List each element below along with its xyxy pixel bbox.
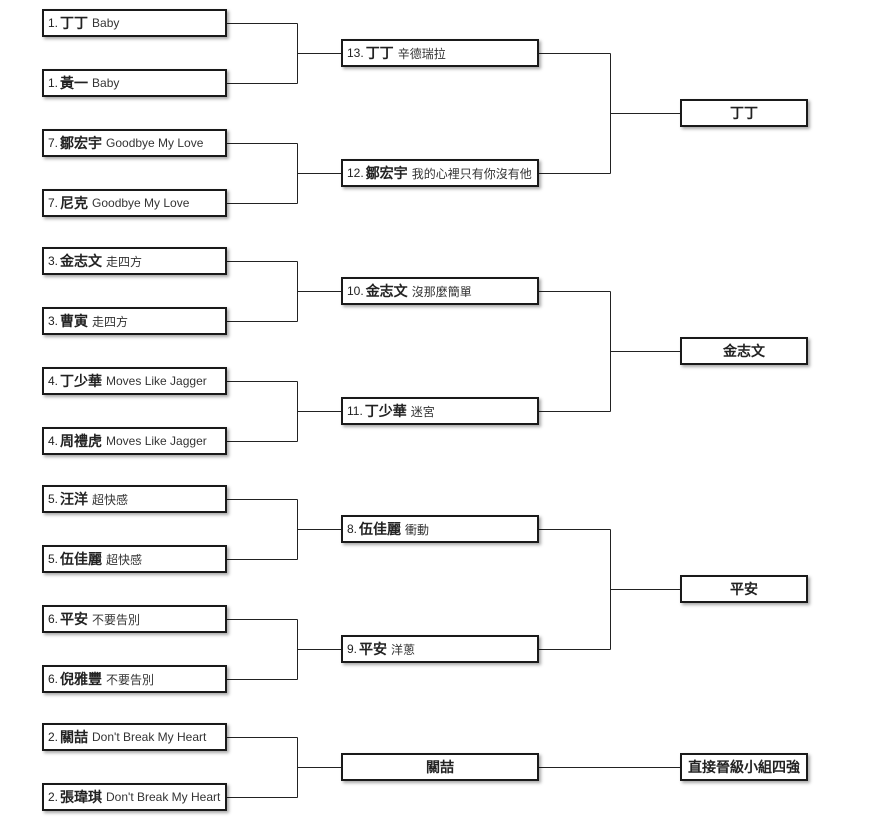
entry-seed: 10. bbox=[347, 284, 364, 298]
entry-name: 金志文 bbox=[723, 343, 765, 359]
entry-song: 迷宮 bbox=[410, 404, 435, 419]
entry-name: 直接晉級小組四強 bbox=[688, 759, 800, 775]
entry-name: 平安 bbox=[359, 641, 388, 657]
entry-name: 倪雅豐 bbox=[60, 671, 103, 687]
entry-name: 金志文 bbox=[60, 253, 103, 269]
round3-entry-1: 丁丁 bbox=[680, 99, 808, 127]
entry-song: Don't Break My Heart bbox=[92, 730, 207, 744]
entry-song: 不要告別 bbox=[92, 612, 141, 627]
entry-seed: 5. bbox=[48, 492, 59, 506]
entry-seed: 3. bbox=[48, 314, 59, 328]
round2-entry-5: 8. 伍佳麗 衝動 bbox=[341, 515, 539, 543]
entry-name: 丁丁 bbox=[60, 15, 89, 31]
round1-entry-10: 5. 伍佳麗 超快感 bbox=[42, 545, 227, 573]
round2-entry-7: 關喆 bbox=[341, 753, 539, 781]
entry-song: Moves Like Jagger bbox=[106, 374, 207, 388]
entry-seed: 8. bbox=[347, 522, 358, 536]
entry-name: 金志文 bbox=[365, 283, 408, 299]
entry-song: Baby bbox=[92, 76, 120, 90]
entry-name: 丁少華 bbox=[60, 373, 103, 389]
entry-seed: 4. bbox=[48, 434, 59, 448]
entry-song: 走四方 bbox=[92, 314, 129, 329]
round1-entry-7: 4. 丁少華 Moves Like Jagger bbox=[42, 367, 227, 395]
round1-entry-14: 2. 張瑋琪 Don't Break My Heart bbox=[42, 783, 227, 811]
round1-entry-4: 7. 尼克 Goodbye My Love bbox=[42, 189, 227, 217]
entry-seed: 3. bbox=[48, 254, 59, 268]
entry-name: 汪洋 bbox=[60, 491, 89, 507]
entry-name: 鄒宏宇 bbox=[60, 135, 103, 151]
round1-entry-11: 6. 平安 不要告別 bbox=[42, 605, 227, 633]
round3-entry-4: 直接晉級小組四強 bbox=[680, 753, 808, 781]
entry-song: 不要告別 bbox=[106, 672, 155, 687]
round1-entry-9: 5. 汪洋 超快感 bbox=[42, 485, 227, 513]
entry-name: 鄒宏宇 bbox=[365, 165, 408, 181]
entry-seed: 13. bbox=[347, 46, 364, 60]
entry-seed: 2. bbox=[48, 790, 59, 804]
round2-entry-3: 10. 金志文 沒那麼簡單 bbox=[341, 277, 539, 305]
round1-entry-1: 1. 丁丁 Baby bbox=[42, 9, 227, 37]
round3-entry-2: 金志文 bbox=[680, 337, 808, 365]
round1-entry-6: 3. 曹寅 走四方 bbox=[42, 307, 227, 335]
entry-name: 丁少華 bbox=[364, 403, 407, 419]
entry-seed: 9. bbox=[347, 642, 358, 656]
entry-song: 洋蔥 bbox=[391, 642, 416, 657]
entry-seed: 5. bbox=[48, 552, 59, 566]
entry-name: 關喆 bbox=[60, 729, 89, 745]
round1-entry-8: 4. 周禮虎 Moves Like Jagger bbox=[42, 427, 227, 455]
entry-name: 曹寅 bbox=[60, 313, 89, 329]
round2-entry-2: 12. 鄒宏宇 我的心裡只有你沒有他 bbox=[341, 159, 539, 187]
entry-name: 黃一 bbox=[60, 75, 89, 91]
entry-name: 丁丁 bbox=[730, 105, 758, 121]
entry-name: 伍佳麗 bbox=[359, 521, 402, 537]
round1-entry-5: 3. 金志文 走四方 bbox=[42, 247, 227, 275]
entry-seed: 6. bbox=[48, 672, 59, 686]
entry-song: Moves Like Jagger bbox=[106, 434, 207, 448]
round1-entry-3: 7. 鄒宏宇 Goodbye My Love bbox=[42, 129, 227, 157]
entry-song: 辛德瑞拉 bbox=[397, 46, 446, 61]
entry-name: 張瑋琪 bbox=[60, 789, 103, 805]
entry-song: 衝動 bbox=[405, 522, 430, 537]
entry-seed: 1. bbox=[48, 76, 59, 90]
entry-name: 周禮虎 bbox=[60, 433, 103, 449]
entry-song: 走四方 bbox=[106, 254, 143, 269]
entry-song: Don't Break My Heart bbox=[106, 790, 221, 804]
entry-song: 超快感 bbox=[106, 552, 143, 567]
round1-entry-12: 6. 倪雅豐 不要告別 bbox=[42, 665, 227, 693]
round2-entry-4: 11. 丁少華 迷宮 bbox=[341, 397, 539, 425]
entry-name: 平安 bbox=[60, 611, 89, 627]
entry-song: 我的心裡只有你沒有他 bbox=[411, 166, 532, 181]
entry-seed: 7. bbox=[48, 196, 59, 210]
round2-entry-1: 13. 丁丁 辛德瑞拉 bbox=[341, 39, 539, 67]
entry-name: 平安 bbox=[730, 581, 758, 597]
entry-name: 尼克 bbox=[60, 195, 89, 211]
round1-entry-2: 1. 黃一 Baby bbox=[42, 69, 227, 97]
round1-entry-13: 2. 關喆 Don't Break My Heart bbox=[42, 723, 227, 751]
entry-name: 伍佳麗 bbox=[60, 551, 103, 567]
entry-seed: 4. bbox=[48, 374, 59, 388]
entry-seed: 1. bbox=[48, 16, 59, 30]
entry-song: 沒那麼簡單 bbox=[411, 284, 472, 299]
entry-seed: 2. bbox=[48, 730, 59, 744]
entry-seed: 12. bbox=[347, 166, 364, 180]
entry-song: Goodbye My Love bbox=[92, 196, 190, 210]
round2-entry-6: 9. 平安 洋蔥 bbox=[341, 635, 539, 663]
entry-song: Baby bbox=[92, 16, 120, 30]
entry-seed: 7. bbox=[48, 136, 59, 150]
entry-seed: 6. bbox=[48, 612, 59, 626]
entry-song: Goodbye My Love bbox=[106, 136, 204, 150]
entry-song: 超快感 bbox=[92, 492, 129, 507]
entry-seed: 11. bbox=[347, 404, 363, 418]
entry-name: 關喆 bbox=[426, 759, 454, 775]
entry-name: 丁丁 bbox=[365, 45, 394, 61]
round3-entry-3: 平安 bbox=[680, 575, 808, 603]
